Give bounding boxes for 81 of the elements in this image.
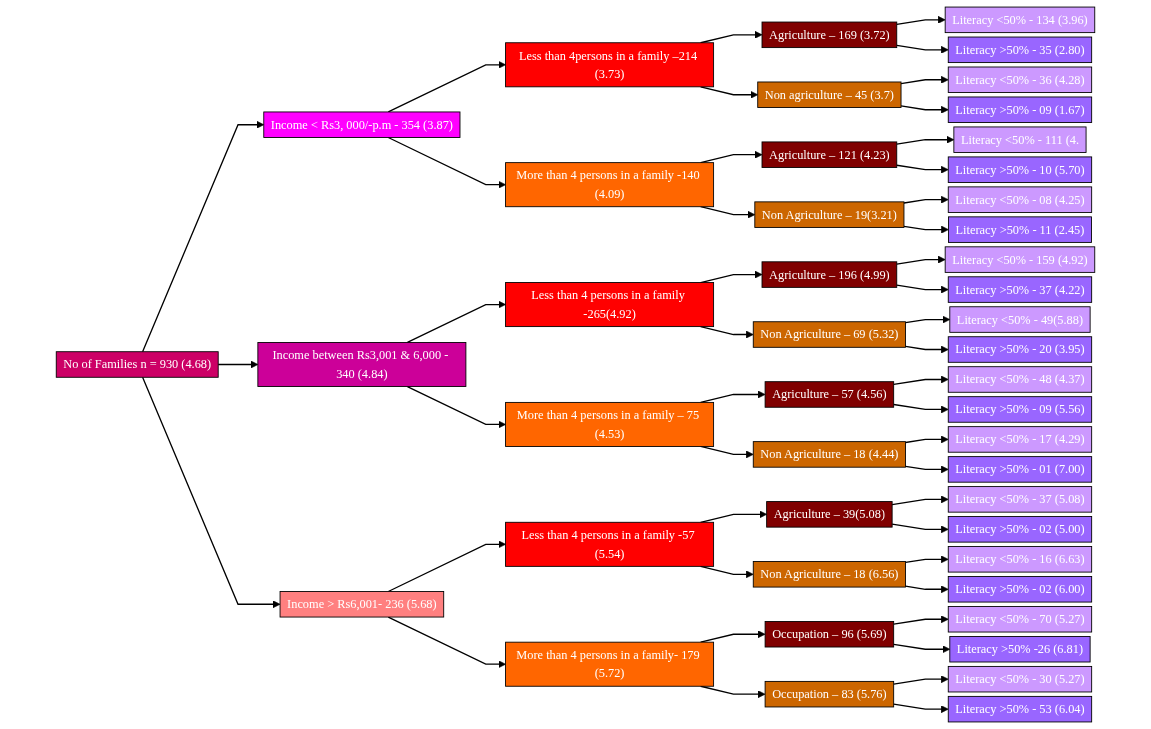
arrow xyxy=(900,75,949,85)
node-box: Non agriculture – 45 (3.7) xyxy=(757,81,902,108)
node-box: Agriculture – 39(5.08) xyxy=(766,501,893,528)
node-box: Literacy >50% - 53 (6.04) xyxy=(947,695,1093,723)
arrow xyxy=(406,300,506,344)
node-box: Less than 4 persons in a family -57 (5.54) xyxy=(505,521,715,567)
node-box: Literacy >50% - 02 (5.00) xyxy=(947,516,1093,543)
arrow xyxy=(893,703,949,714)
arrow xyxy=(896,135,955,145)
arrow xyxy=(904,435,949,444)
arrow xyxy=(893,375,949,386)
arrow xyxy=(217,360,259,369)
arrow xyxy=(700,630,766,643)
arrow xyxy=(893,403,949,414)
node-box: Less than 4persons in a family –214 (3.73) xyxy=(505,42,715,88)
arrow xyxy=(893,643,951,654)
arrow xyxy=(896,44,949,54)
arrow xyxy=(700,86,759,99)
node-box: Income < Rs3, 000/-p.m - 354 (3.87) xyxy=(263,111,461,138)
node-box: Agriculture – 121 (4.23) xyxy=(761,141,898,168)
node-box: Literacy >50% - 10 (5.70) xyxy=(947,156,1093,183)
node-box: Less than 4 persons in a family -265(4.92) xyxy=(505,282,715,328)
arrow xyxy=(896,284,949,294)
node-box: More than 4 persons in a family- 179 (5.72) xyxy=(505,641,715,687)
node-box: Literacy <50% - 36 (4.28) xyxy=(947,66,1093,93)
node-box: No of Families n = 930 (4.68) xyxy=(55,351,219,378)
arrow xyxy=(893,675,949,685)
arrow xyxy=(387,540,506,593)
node-box: Non Agriculture – 18 (6.56) xyxy=(752,561,906,588)
arrow xyxy=(387,136,506,189)
arrow xyxy=(904,345,949,354)
node-box: More than 4 persons in a family -140 (4.09) xyxy=(505,162,715,208)
arrow xyxy=(893,615,949,625)
node-box: Literacy <50% - 134 (3.96) xyxy=(944,6,1096,34)
arrow xyxy=(406,385,506,429)
node-box: Agriculture – 169 (3.72) xyxy=(761,21,898,49)
arrow xyxy=(896,15,946,25)
arrow xyxy=(904,315,951,324)
arrow xyxy=(141,376,281,609)
node-box: Agriculture – 196 (4.99) xyxy=(761,261,898,288)
arrow xyxy=(387,616,506,669)
node-box: Literacy <50% - 30 (5.27) xyxy=(947,665,1093,693)
node-box: Income between Rs3,001 & 6,000 - 340 (4.84) xyxy=(257,342,467,387)
node-box: Literacy >50% - 01 (7.00) xyxy=(947,456,1093,483)
node-box: Literacy <50% - 17 (4.29) xyxy=(947,426,1093,453)
arrow xyxy=(141,120,265,353)
node-box: Literacy >50% - 09 (5.56) xyxy=(947,396,1093,423)
node-box: Occupation – 83 (5.76) xyxy=(764,680,895,708)
arrow xyxy=(896,164,949,174)
arrow xyxy=(904,585,949,594)
node-box: Non Agriculture – 18 (4.44) xyxy=(752,441,906,468)
node-box: Literacy <50% - 48 (4.37) xyxy=(947,366,1093,393)
node-box: Occupation – 96 (5.69) xyxy=(764,621,895,648)
node-box: Literacy <50% - 70 (5.27) xyxy=(947,606,1093,633)
arrow xyxy=(891,495,949,506)
node-box: Literacy >50% -26 (6.81) xyxy=(949,636,1091,663)
arrow xyxy=(904,465,949,474)
node-box: Non Agriculture – 69 (5.32) xyxy=(752,321,906,348)
node-box: Agriculture – 57 (4.56) xyxy=(764,381,895,408)
arrow xyxy=(903,195,949,204)
arrow xyxy=(904,555,949,564)
node-box: Literacy <50% - 111 (4. xyxy=(953,126,1087,153)
node-box: Literacy >50% - 11 (2.45) xyxy=(948,216,1092,243)
node-box: Literacy <50% - 159 (4.92) xyxy=(944,246,1096,273)
node-box: Literacy <50% - 49(5.88) xyxy=(949,306,1091,333)
node-box: Literacy >50% - 20 (3.95) xyxy=(947,336,1093,363)
node-box: Literacy <50% - 37 (5.08) xyxy=(947,486,1093,513)
node-box: Literacy >50% - 37 (4.22) xyxy=(947,276,1093,303)
node-box: Literacy <50% - 16 (6.63) xyxy=(947,546,1093,573)
node-box: Literacy >50% - 09 (1.67) xyxy=(947,96,1093,123)
node-box: More than 4 persons in a family – 75 (4.53) xyxy=(505,401,715,447)
arrow xyxy=(387,60,506,113)
node-box: Income > Rs6,001- 236 (5.68) xyxy=(279,591,445,618)
node-box: Literacy >50% - 02 (6.00) xyxy=(947,576,1093,603)
node-box: Literacy <50% - 08 (4.25) xyxy=(947,186,1093,213)
arrow xyxy=(891,523,949,534)
arrow xyxy=(900,105,949,114)
node-box: Literacy >50% - 35 (2.80) xyxy=(947,36,1093,64)
arrow xyxy=(903,225,949,234)
node-box: Non Agriculture – 19(3.21) xyxy=(754,201,905,228)
arrow xyxy=(896,255,946,265)
